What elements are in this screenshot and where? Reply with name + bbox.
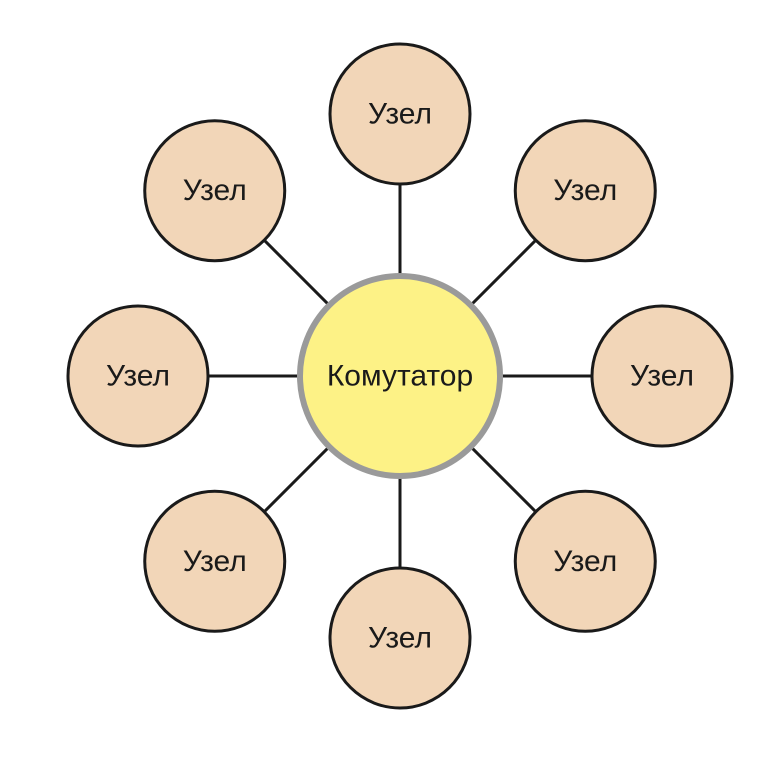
link-line	[469, 239, 537, 307]
node: Узел	[328, 42, 472, 186]
link-line	[263, 239, 331, 307]
node-label: Узел	[553, 545, 617, 578]
link-line	[469, 445, 537, 513]
node: Узел	[143, 119, 287, 263]
node-label: Узел	[368, 622, 432, 655]
node: Узел	[328, 566, 472, 710]
node-circle	[513, 119, 657, 263]
hub: Комутатор	[297, 273, 503, 479]
node-label: Узел	[553, 174, 617, 207]
hub-circle	[297, 273, 503, 479]
node: Узел	[66, 304, 210, 448]
node: Узел	[513, 119, 657, 263]
node-circle	[143, 489, 287, 633]
node-label: Узел	[368, 98, 432, 131]
node-circle	[328, 42, 472, 186]
hub-label: Комутатор	[327, 360, 473, 393]
node-label: Узел	[183, 174, 247, 207]
node-circle	[513, 489, 657, 633]
links-layer	[208, 184, 592, 568]
node-label: Узел	[630, 360, 694, 393]
node: Узел	[590, 304, 734, 448]
node-circle	[328, 566, 472, 710]
node-label: Узел	[106, 360, 170, 393]
node-circle	[66, 304, 210, 448]
node-circle	[590, 304, 734, 448]
node-label: Узел	[183, 545, 247, 578]
link-line	[263, 445, 331, 513]
node: Узел	[143, 489, 287, 633]
node: Узел	[513, 489, 657, 633]
node-circle	[143, 119, 287, 263]
